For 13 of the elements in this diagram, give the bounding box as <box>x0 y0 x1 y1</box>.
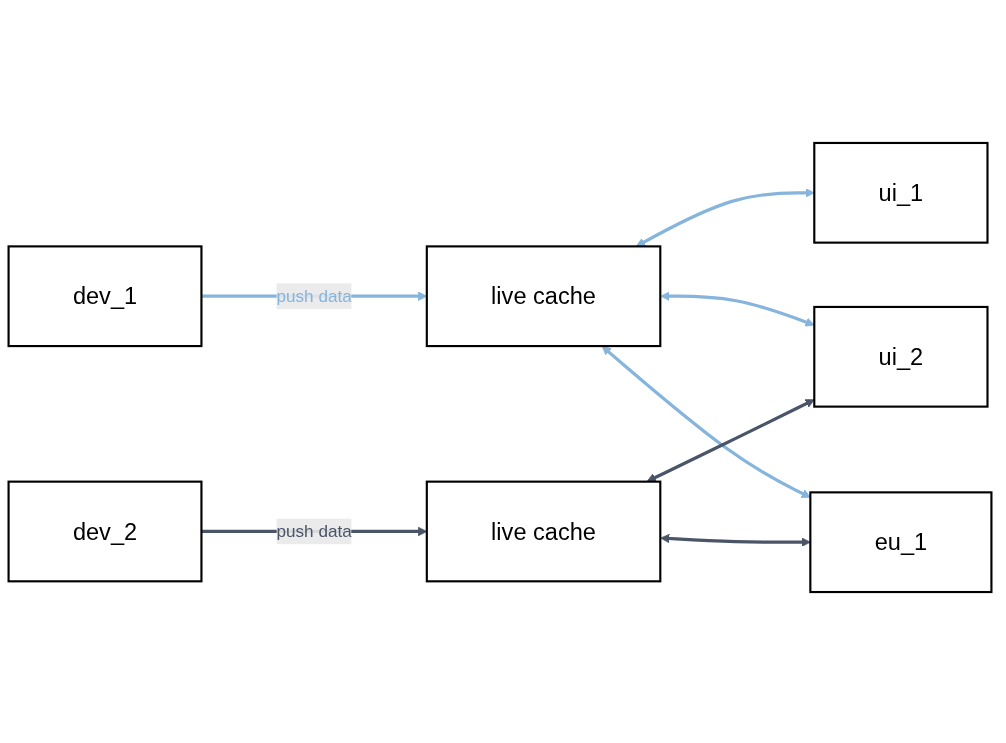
arrow <box>660 291 815 327</box>
edge-label: push data <box>276 521 352 541</box>
arrow <box>660 533 811 547</box>
edge-label: push data <box>276 286 352 305</box>
node-box: live cache <box>425 480 662 583</box>
node-box: dev_1 <box>7 245 203 348</box>
node-box: eu_1 <box>809 491 993 594</box>
node-box: live cache <box>425 245 662 348</box>
node-box: ui_2 <box>813 305 989 408</box>
node-box: ui_1 <box>813 141 989 244</box>
node-box: dev_2 <box>7 480 203 583</box>
arrow <box>646 399 815 482</box>
arrow <box>635 188 815 247</box>
